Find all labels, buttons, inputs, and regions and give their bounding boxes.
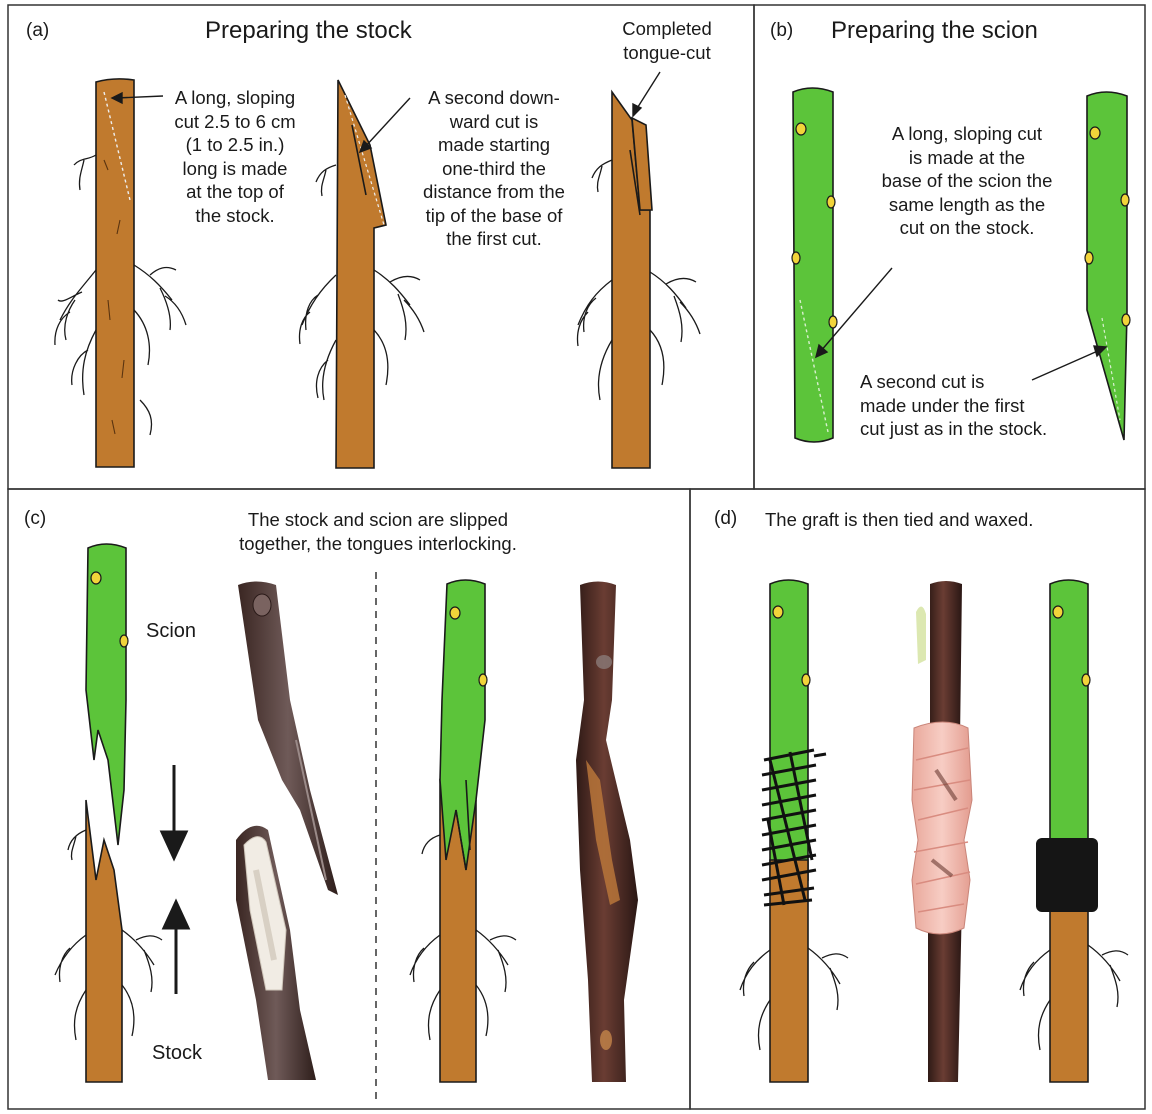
photo-joined-graft <box>576 582 638 1083</box>
panel-a-letter: (a) <box>26 20 49 42</box>
panel-a-completed-note: Completed tongue-cut <box>604 17 730 64</box>
scion-first-cut <box>792 88 837 442</box>
stock-stem <box>86 800 122 1082</box>
wax-coating <box>1036 838 1098 912</box>
root-right <box>1088 945 1128 1007</box>
scion-stem <box>793 88 833 442</box>
root-left <box>55 830 86 1040</box>
root-left <box>55 155 96 395</box>
panel-b-first-cut-note: A long, sloping cut is made at the base … <box>855 122 1079 240</box>
label-stock: Stock <box>152 1042 202 1065</box>
bud <box>1090 127 1100 139</box>
panel-c-letter: (c) <box>24 508 46 530</box>
root-left <box>740 950 770 1050</box>
bud <box>802 674 810 686</box>
root-left <box>1020 950 1050 1050</box>
graft-waxed <box>1020 580 1128 1082</box>
scion-separated <box>86 544 128 845</box>
bud <box>1122 314 1130 326</box>
scion-stem <box>86 544 126 845</box>
photo-graft-taped <box>912 581 972 1082</box>
stock-stem <box>96 79 134 467</box>
bud <box>450 607 460 619</box>
panel-a-first-cut-note: A long, sloping cut 2.5 to 6 cm (1 to 2.… <box>150 86 320 227</box>
stock-completed-tongue <box>577 92 700 468</box>
root-right <box>650 272 700 385</box>
bud <box>1085 252 1093 264</box>
panel-d-caption: The graft is then tied and waxed. <box>765 508 1033 532</box>
root-right <box>476 930 516 1036</box>
stock-stem <box>1050 900 1088 1082</box>
panel-a-title: Preparing the stock <box>205 17 412 45</box>
panel-b-pointers <box>816 268 1106 380</box>
bud <box>829 316 837 328</box>
bud <box>773 606 783 618</box>
panel-b-letter: (b) <box>770 20 793 42</box>
join-arrows <box>162 765 188 994</box>
root-right <box>122 930 162 1036</box>
photo-cut-stock <box>236 826 316 1080</box>
stock-separated <box>55 800 162 1082</box>
label-scion: Scion <box>146 620 196 643</box>
bud <box>479 674 487 686</box>
panel-b-second-cut-note: A second cut is made under the first cut… <box>860 370 1110 441</box>
bud <box>120 635 128 647</box>
root-right <box>134 265 186 435</box>
graft-tied-string <box>740 580 848 1082</box>
root-left <box>410 835 440 1040</box>
panel-d-letter: (d) <box>714 508 737 530</box>
scion-stem <box>440 580 485 870</box>
scion-stem <box>1050 580 1088 870</box>
bud <box>792 252 800 264</box>
panel-b-title: Preparing the scion <box>831 17 1038 45</box>
bud <box>1082 674 1090 686</box>
graft-joined-drawing <box>410 580 516 1082</box>
bud <box>1121 194 1129 206</box>
root-right <box>374 270 424 385</box>
stock-stem <box>336 80 386 468</box>
bud <box>796 123 806 135</box>
root-right <box>808 948 848 1010</box>
bud <box>827 196 835 208</box>
panel-c-caption: The stock and scion are slipped together… <box>178 508 578 555</box>
bud <box>1053 606 1063 618</box>
panel-a-second-cut-note: A second down- ward cut is made starting… <box>398 86 590 251</box>
bud <box>91 572 101 584</box>
